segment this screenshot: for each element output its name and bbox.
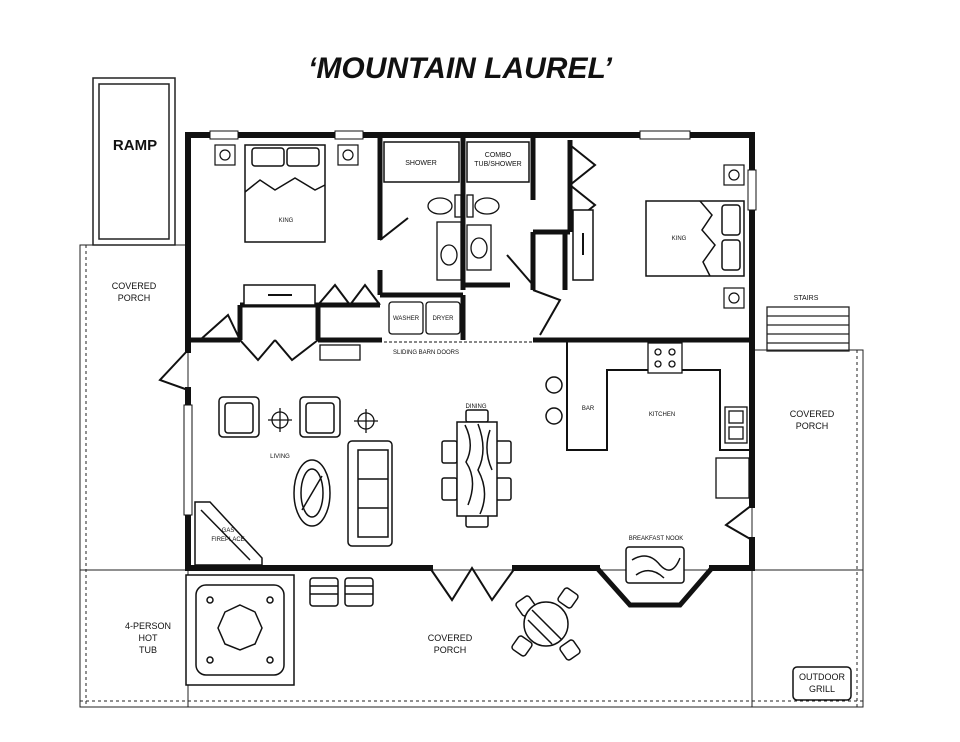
- washer-dryer: [388, 301, 461, 335]
- tv-console: [319, 344, 361, 361]
- sliding-doors-label: SLIDING BARN DOORS: [393, 350, 459, 356]
- covered-porch-bottom-label-2: PORCH: [434, 645, 467, 655]
- breakfast-nook-label: BREAKFAST NOOK: [629, 536, 684, 542]
- ramp-label: RAMP: [113, 137, 157, 154]
- nightstands-right: [723, 164, 745, 309]
- hot-tub-label-2: HOT: [139, 633, 159, 643]
- kitchen-sink: [724, 406, 748, 444]
- plan-title: ‘MOUNTAIN LAUREL’: [308, 52, 613, 85]
- shower: [383, 141, 460, 183]
- bar-counter: [566, 340, 752, 451]
- gas-fireplace: [194, 501, 263, 566]
- stairs: [766, 306, 850, 352]
- vanity-1: [436, 221, 462, 281]
- shower-label: SHOWER: [405, 160, 437, 167]
- windows: [183, 130, 757, 516]
- bar-label: BAR: [582, 406, 595, 412]
- armchairs: [218, 396, 341, 438]
- combo-label-2: TUB/SHOWER: [474, 161, 521, 168]
- dining-label: DINING: [466, 404, 487, 410]
- bar-stools: [545, 376, 563, 425]
- covered-porch-bottom-label-1: COVERED: [428, 633, 473, 643]
- combo-tub: [466, 141, 530, 183]
- covered-porch-left-label-1: COVERED: [112, 281, 157, 291]
- covered-porch-right-label-2: PORCH: [796, 421, 829, 431]
- nightstands-left: [214, 144, 359, 166]
- vanity-2: [466, 224, 492, 271]
- ramp: [92, 77, 176, 246]
- porch-chairs: [309, 577, 374, 607]
- fireplace-label-2: FIREPLACE: [211, 537, 244, 543]
- toilet-1: [427, 194, 462, 218]
- living-label: LIVING: [270, 454, 290, 460]
- dining-table: [441, 409, 512, 528]
- nook-table: [625, 546, 685, 584]
- washer-label: WASHER: [393, 316, 420, 322]
- stove: [647, 342, 683, 374]
- kitchen-label: KITCHEN: [649, 412, 675, 418]
- fridge: [715, 457, 750, 499]
- stairs-label: STAIRS: [794, 295, 819, 302]
- bedroom-right-label: KING: [672, 236, 687, 242]
- hot-tub: [185, 574, 295, 686]
- porch-round-table: [511, 587, 581, 661]
- end-tables: [268, 408, 378, 433]
- toilet-2: [466, 194, 500, 218]
- combo-label-1: COMBO: [485, 152, 512, 159]
- king-bed-left: [244, 144, 326, 243]
- dryer-label: DRYER: [433, 316, 455, 322]
- hot-tub-label-3: TUB: [139, 645, 157, 655]
- bedroom-left-label: KING: [279, 218, 294, 224]
- outdoor-grill-label-2: GRILL: [809, 684, 835, 694]
- sofa: [347, 440, 393, 547]
- king-bed-right: [645, 200, 745, 277]
- covered-porch-left-label-2: PORCH: [118, 293, 151, 303]
- outdoor-grill: [792, 666, 852, 701]
- interior-walls: [188, 135, 752, 343]
- outdoor-grill-label-1: OUTDOOR: [799, 672, 845, 682]
- coffee-table: [293, 459, 331, 527]
- covered-porch-right-label-1: COVERED: [790, 409, 835, 419]
- hot-tub-label-1: 4-PERSON: [125, 621, 171, 631]
- breakfast-nook-bay: [595, 566, 714, 608]
- fireplace-label-1: GAS: [222, 528, 235, 534]
